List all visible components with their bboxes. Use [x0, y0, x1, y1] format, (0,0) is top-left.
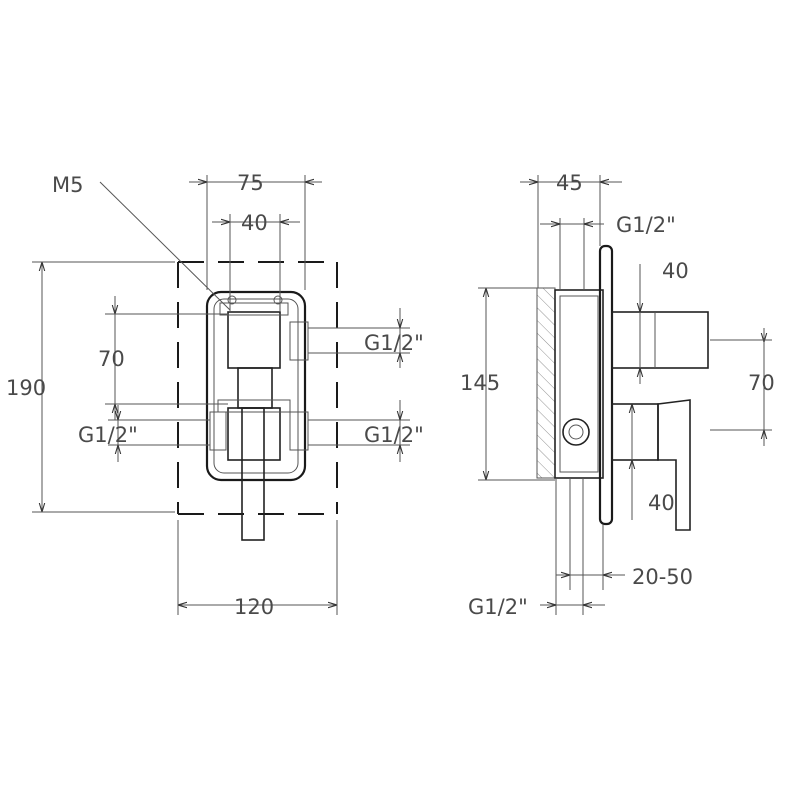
dim-thread-top-label: G1/2"	[616, 213, 676, 237]
dim-adjust-label: 20-50	[632, 565, 693, 589]
dim-spacing-label: 70	[748, 371, 775, 395]
dim-adjust: 20-50	[556, 478, 693, 590]
dim-thread-right-top: G1/2"	[308, 308, 424, 368]
front-view: 75 40 M5 190	[6, 171, 424, 619]
m5-label: M5	[52, 173, 83, 197]
inlet-icon	[562, 418, 590, 446]
dim-thread-left: G1/2"	[78, 405, 210, 462]
dim-thread-right-bottom-label: G1/2"	[364, 423, 424, 447]
dim-thread-right-top-label: G1/2"	[364, 331, 424, 355]
dim-knob-width-label: 40	[662, 259, 689, 283]
dim-height-inner: 70	[98, 296, 228, 420]
dim-depth-label: 45	[556, 171, 583, 195]
m5-leader: M5	[52, 173, 231, 311]
valve-body	[205, 290, 309, 541]
install-box-dashed	[177, 261, 338, 515]
side-view: 45 G1/2" 40 145	[460, 171, 775, 619]
dim-box-width: 120	[177, 520, 338, 619]
dim-thread-bottom: G1/2"	[468, 478, 605, 619]
dim-box-width-label: 120	[234, 595, 274, 619]
dim-height: 145	[460, 287, 555, 481]
dim-width-inner-label: 40	[241, 211, 268, 235]
dim-thread-bottom-label: G1/2"	[468, 595, 528, 619]
dim-depth: 45	[520, 171, 622, 288]
dim-width-total-label: 75	[237, 171, 264, 195]
wall-hatch	[536, 287, 556, 479]
dim-height-inner-label: 70	[98, 347, 125, 371]
dim-lever: 40	[632, 404, 675, 520]
dim-height-total-label: 190	[6, 376, 46, 400]
dim-width-inner: 40	[212, 211, 300, 312]
dim-height-total: 190	[6, 261, 175, 513]
dim-height-label: 145	[460, 371, 500, 395]
dim-lever-label: 40	[648, 491, 675, 515]
dim-knob-width: 40	[640, 259, 689, 384]
dim-thread-left-label: G1/2"	[78, 423, 138, 447]
dim-thread-top: G1/2"	[540, 213, 676, 290]
dim-width-total: 75	[189, 171, 322, 290]
dim-spacing: 70	[710, 328, 775, 446]
dim-thread-right-bottom: G1/2"	[308, 400, 424, 462]
